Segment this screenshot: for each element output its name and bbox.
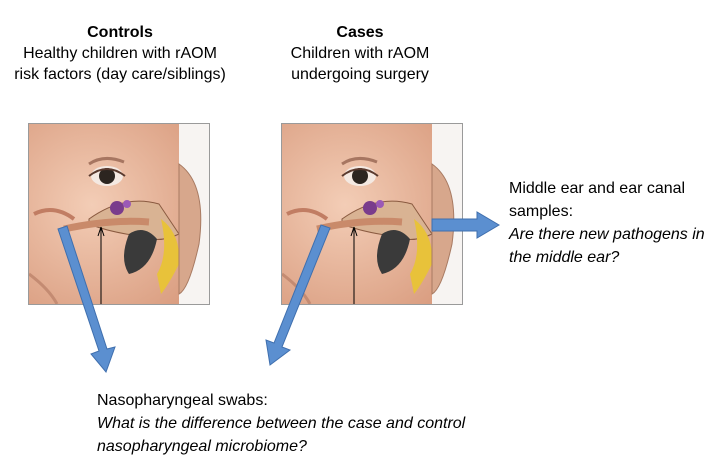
controls-description-line-2: risk factors (day care/siblings) [14,66,226,83]
middle-ear-label: Middle ear and ear canal samples: [509,180,686,220]
ear-anatomy-image [29,124,209,304]
cases-description-line-1: Children with rAOM [290,45,430,62]
controls-ear-illustration [28,123,210,305]
nasopharyngeal-question: What is the difference between the case … [97,415,466,455]
ear-anatomy-image [282,124,462,304]
controls-title: Controls [87,24,153,41]
cases-description-line-2: undergoing surgery [291,66,429,83]
middle-ear-question: Are there new pathogens in the middle ea… [509,226,705,266]
nasopharyngeal-label: Nasopharyngeal swabs: [97,392,268,409]
controls-header: Controls Healthy children with rAOM risk… [10,22,230,85]
cases-header: Cases Children with rAOM undergoing surg… [255,22,465,85]
cases-ear-illustration [281,123,463,305]
nasopharyngeal-annotation: Nasopharyngeal swabs: What is the differ… [97,389,477,458]
controls-description-line-1: Healthy children with rAOM [23,45,217,62]
middle-ear-annotation: Middle ear and ear canal samples: Are th… [509,177,714,269]
cases-title: Cases [336,24,384,41]
